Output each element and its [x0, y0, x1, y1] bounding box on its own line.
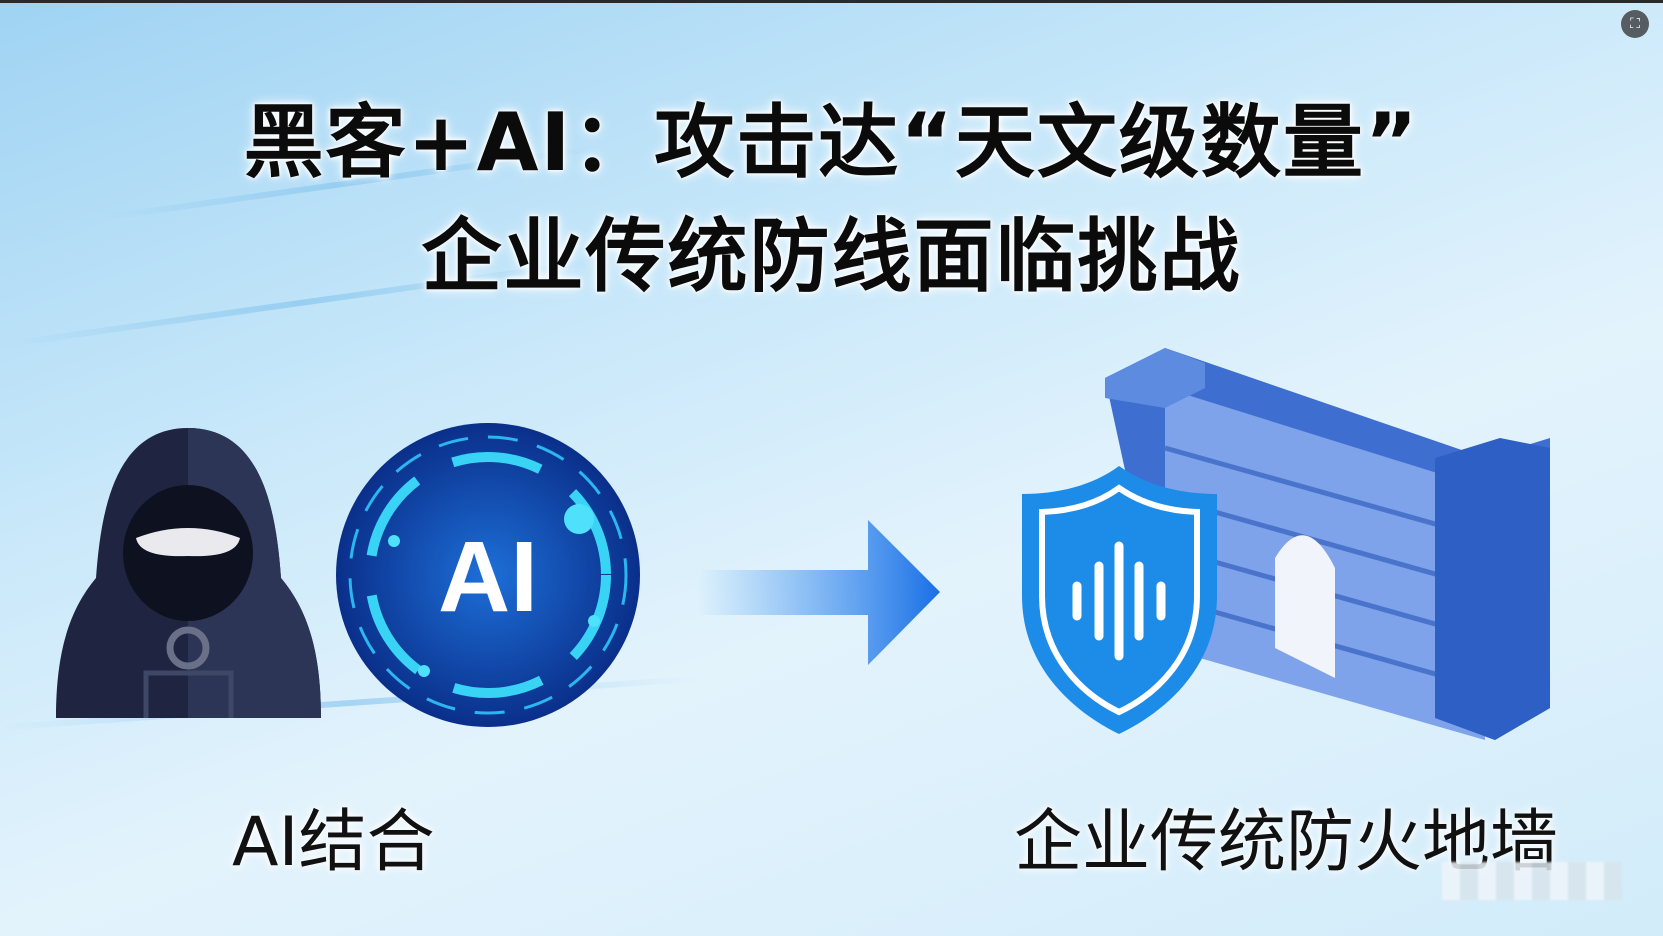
- hacker-icon: [56, 428, 321, 718]
- headline-line-2: 企业传统防线面临挑战: [421, 210, 1242, 303]
- arrow-right-icon: [698, 520, 940, 665]
- headline-line-1: 黑客+AI：攻击达“天文级数量”: [243, 96, 1420, 189]
- shield-icon: [1022, 466, 1217, 734]
- firewall-wall-icon: [1105, 348, 1550, 740]
- ai-circuit-icon: AI: [336, 423, 640, 727]
- watermark: [1442, 862, 1622, 900]
- label-ai-combined: AI结合: [232, 803, 435, 882]
- screenshot-icon[interactable]: ⛶: [1621, 10, 1649, 38]
- ai-badge-text: AI: [438, 521, 538, 633]
- top-bar: [0, 0, 1663, 3]
